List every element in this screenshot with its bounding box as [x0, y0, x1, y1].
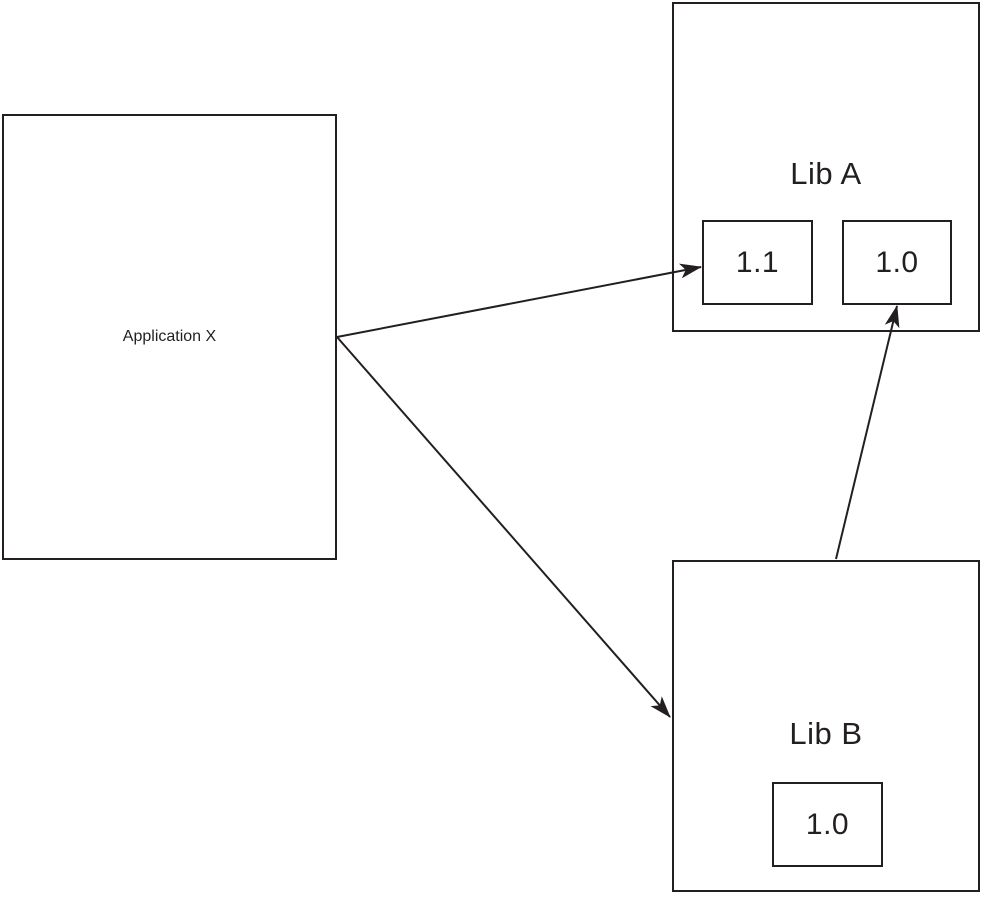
- lib-b-version-1-0-label: 1.0: [805, 807, 850, 841]
- node-application-x: Application X: [2, 114, 337, 560]
- edge-application-to-lib-b: [336, 336, 671, 718]
- lib-b-version-1-0-box: 1.0: [772, 782, 883, 867]
- lib-a-label: Lib A: [790, 156, 862, 191]
- lib-a-version-1-1-label: 1.1: [735, 245, 780, 279]
- application-x-label: Application X: [122, 328, 217, 345]
- lib-a-version-1-0-label: 1.0: [875, 245, 919, 279]
- lib-a-version-1-1-box: 1.1: [702, 220, 813, 305]
- lib-a-version-1-0-box: 1.0: [842, 220, 952, 305]
- lib-b-label: Lib B: [789, 716, 863, 751]
- edge-application-to-lib-a-1-1: [336, 263, 702, 338]
- edge-lib-b-to-lib-a-1-0: [835, 305, 900, 560]
